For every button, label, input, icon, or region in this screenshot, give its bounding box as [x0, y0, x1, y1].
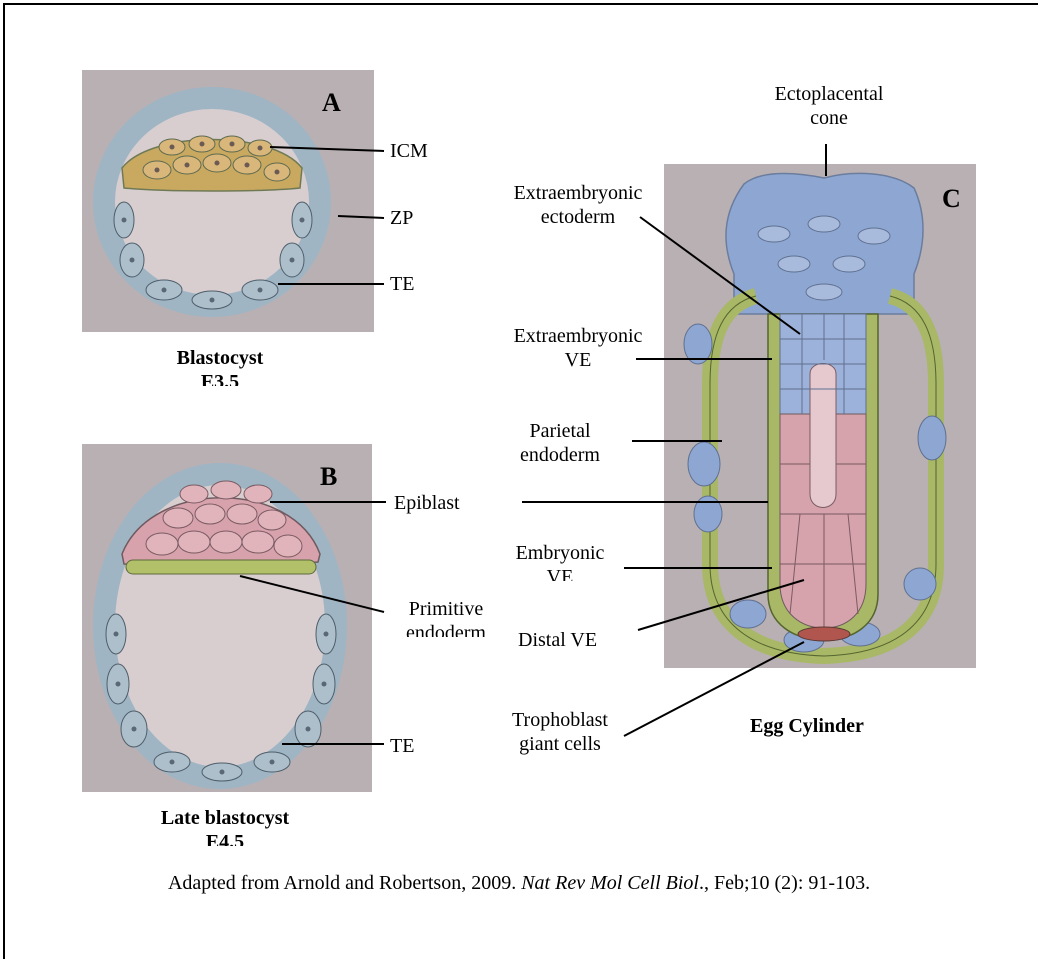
label-tropho-line2: giant cells	[490, 734, 630, 754]
label-embve-line2: VE	[500, 567, 620, 581]
label-te-a: TE	[390, 274, 414, 294]
label-embryonic-ve: Embryonic VE	[500, 543, 620, 581]
label-embve-line1: Embryonic	[500, 543, 620, 563]
label-ectoplacental-line2: cone	[744, 108, 914, 124]
citation-prefix: Adapted from Arnold and Robertson, 2009.	[168, 872, 521, 894]
label-extraembryonic-ectoderm: Extraembryonic ectoderm	[478, 183, 678, 227]
egg-cylinder-drawing	[664, 164, 976, 668]
label-exec-line2: ectoderm	[478, 207, 678, 227]
label-primitive-endoderm: Primitive endoderm	[376, 599, 516, 637]
label-trophoblast-giant-cells: Trophoblast giant cells	[490, 710, 630, 754]
caption-late-blastocyst-line1: Late blastocyst	[115, 806, 335, 830]
panel-b-letter: B	[320, 462, 337, 492]
panel-c-letter: C	[942, 184, 961, 214]
caption-blastocyst-line2-clip: E3.5	[120, 370, 320, 386]
caption-blastocyst-line1: Blastocyst	[120, 346, 320, 370]
caption-blastocyst: Blastocyst E3.5	[120, 346, 320, 386]
proamniotic-cavity-shape	[810, 364, 836, 508]
label-parietal-line2-clip: endoderm	[490, 445, 630, 461]
distal-ve-cells	[798, 627, 850, 641]
label-parietal-line2: endoderm	[490, 445, 630, 461]
late-blastocyst-drawing	[82, 444, 372, 792]
label-te-b: TE	[390, 736, 414, 756]
primitive-endoderm-layer	[126, 560, 316, 574]
caption-late-blastocyst: Late blastocyst E4.5	[115, 806, 335, 846]
label-exec-line1: Extraembryonic	[478, 183, 678, 203]
label-ectoplacental-line2-clip: cone	[744, 108, 914, 124]
citation: Adapted from Arnold and Robertson, 2009.…	[0, 872, 1038, 895]
caption-egg-cylinder: Egg Cylinder	[750, 716, 864, 736]
label-exve-line2: VE	[478, 350, 678, 370]
panel-c-drawing	[664, 164, 976, 668]
label-distal-ve: Distal VE	[518, 630, 597, 650]
label-parietal-line1: Parietal	[490, 421, 630, 441]
caption-late-blastocyst-line2-clip: E4.5	[115, 830, 335, 846]
label-exve-line1: Extraembryonic	[478, 326, 678, 346]
caption-late-blastocyst-line2: E4.5	[115, 830, 335, 846]
label-embve-line2-clip: VE	[500, 567, 620, 581]
label-parietal-endoderm: Parietal endoderm	[490, 421, 630, 461]
label-epiblast: Epiblast	[394, 493, 460, 513]
citation-journal: Nat Rev Mol Cell Biol	[521, 872, 699, 894]
citation-suffix: ., Feb;10 (2): 91-103.	[699, 872, 870, 894]
label-primitive-line1: Primitive	[376, 599, 516, 619]
label-primitive-line2-clip: endoderm	[376, 623, 516, 637]
panel-b-drawing	[82, 444, 372, 792]
label-extraembryonic-ve: Extraembryonic VE	[478, 326, 678, 370]
label-primitive-line2: endoderm	[376, 623, 516, 637]
label-ectoplacental-cone: Ectoplacental cone	[744, 84, 914, 124]
caption-blastocyst-line2: E3.5	[120, 370, 320, 386]
label-icm: ICM	[390, 141, 428, 161]
label-ectoplacental-line1: Ectoplacental	[744, 84, 914, 104]
panel-a-letter: A	[322, 88, 341, 118]
label-zp: ZP	[390, 208, 413, 228]
label-tropho-line1: Trophoblast	[490, 710, 630, 730]
